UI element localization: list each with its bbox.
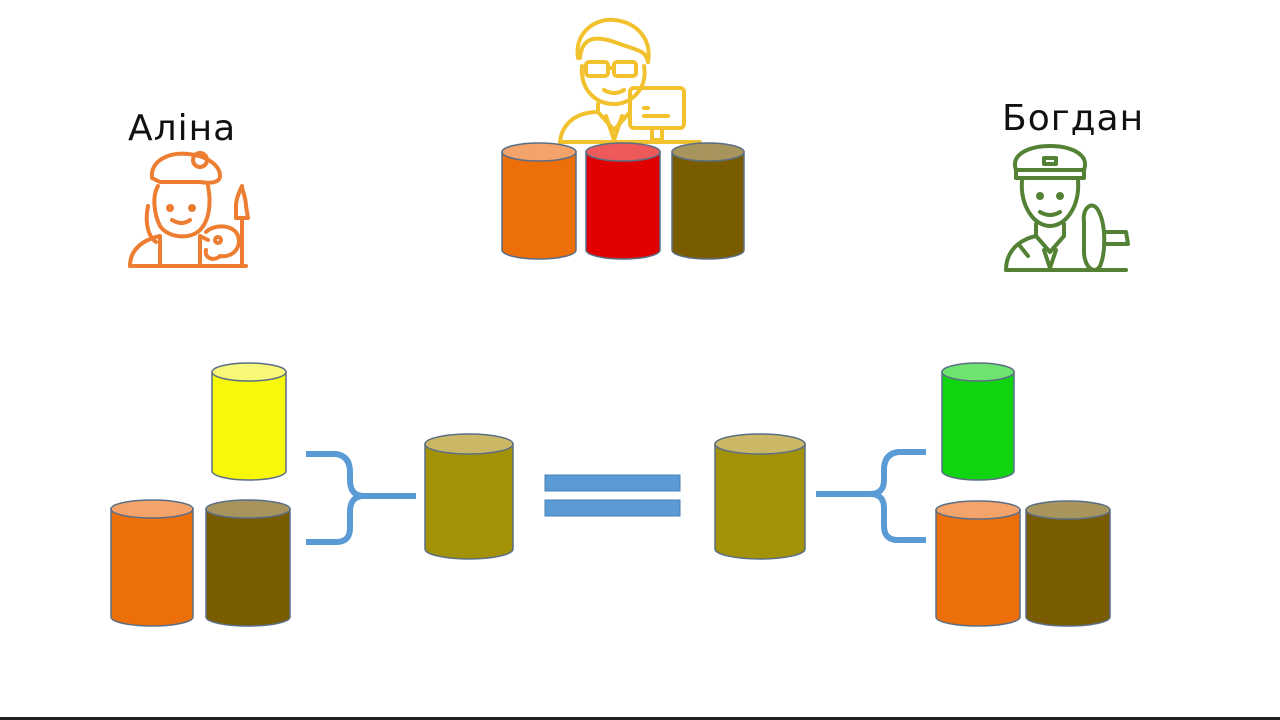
right-brace-connector <box>816 449 926 543</box>
cylinder-orange-left <box>110 499 194 627</box>
cylinder-orange-right <box>935 500 1021 627</box>
cylinder-olive-left-result <box>424 433 514 560</box>
programmer-person-icon <box>558 17 702 144</box>
cylinder-olive-right-result <box>714 433 806 560</box>
cylinder-brown-right <box>1025 500 1111 627</box>
name-label-alina: Аліна <box>128 108 237 149</box>
left-brace-connector <box>306 451 416 545</box>
cylinder-orange-top <box>501 142 577 260</box>
artist-person-icon <box>128 151 250 268</box>
equals-sign <box>544 474 681 517</box>
soldier-person-icon <box>1004 144 1130 272</box>
cylinder-green-right <box>941 362 1015 481</box>
cylinder-brown-top <box>671 142 745 260</box>
cylinder-red-top <box>585 142 661 260</box>
cylinder-yellow-left <box>211 362 287 481</box>
cylinder-brown-left <box>205 499 291 627</box>
name-label-bohdan: Богдан <box>1002 98 1145 139</box>
bottom-divider <box>0 717 1280 720</box>
